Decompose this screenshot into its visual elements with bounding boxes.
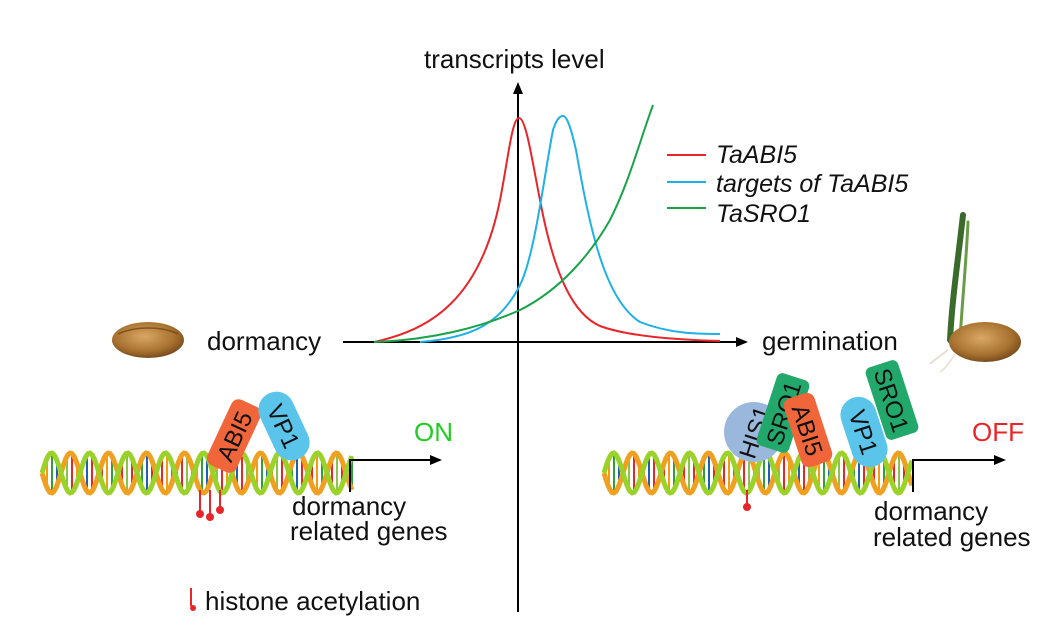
footnote-label: histone acetylation [205,586,420,616]
dna-helix-left [39,450,355,496]
right-state-label: OFF [972,417,1024,447]
curve-targets [419,114,721,343]
left-genes-line1: dormancy [292,491,406,521]
left-genes-line2: related genes [290,516,448,546]
histone-acetylation-legend-icon [190,588,196,611]
acetylation-marker-right [743,490,751,511]
curve-taabi5 [373,116,721,343]
x-axis-right-label: germination [762,326,898,356]
germinating-seed-image [929,212,1021,373]
legend: TaABI5 targets of TaABI5 TaSRO1 [667,141,908,228]
curve-tasro1 [373,104,654,343]
legend-label-taabi5: TaABI5 [716,141,797,169]
right-genes-line1: dormancy [874,496,988,526]
acetylation-markers-left [196,490,224,521]
gene-arrow-right [912,455,1006,492]
legend-label-tasro1: TaSRO1 [716,200,811,228]
left-state-label: ON [414,417,453,447]
x-axis-left-label: dormancy [207,326,321,356]
gene-arrow-left [349,455,442,492]
dna-strand [601,450,915,496]
y-axis-title: transcripts level [424,44,605,74]
dormant-seed-image [112,322,184,358]
right-genes-line2: related genes [873,522,1031,552]
legend-label-targets: targets of TaABI5 [716,170,908,198]
dna-strand [39,450,355,496]
